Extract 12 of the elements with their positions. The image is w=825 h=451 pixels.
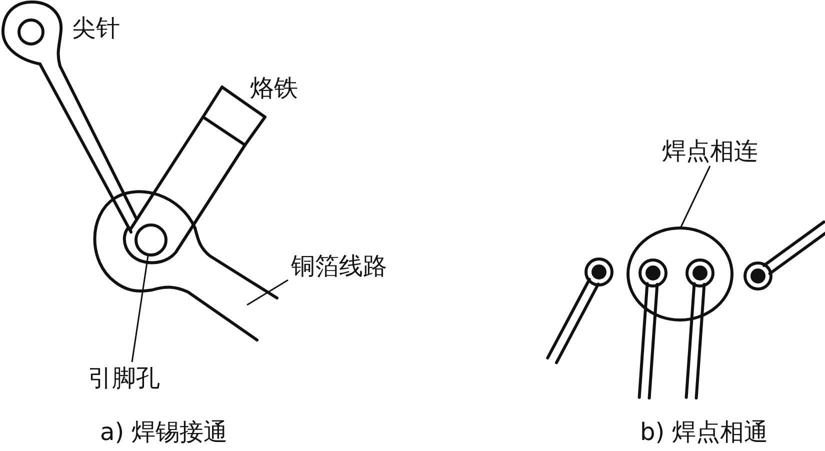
subfigure-caption: b) 焊点相通 (640, 418, 768, 446)
leader-line (679, 166, 711, 230)
leader-line (246, 279, 288, 306)
solder-joint-outline (626, 226, 734, 322)
lead-hole (134, 224, 168, 256)
part-label: 烙铁 (250, 74, 298, 102)
subfigure-caption: a) 焊锡接通 (100, 418, 228, 446)
part-label: 尖针 (72, 14, 120, 42)
callout-label: 铜箔线路 (291, 252, 387, 280)
callout-label: 引脚孔 (88, 364, 160, 392)
callout-label: 焊点相连 (662, 137, 758, 165)
leader-line (131, 256, 149, 362)
